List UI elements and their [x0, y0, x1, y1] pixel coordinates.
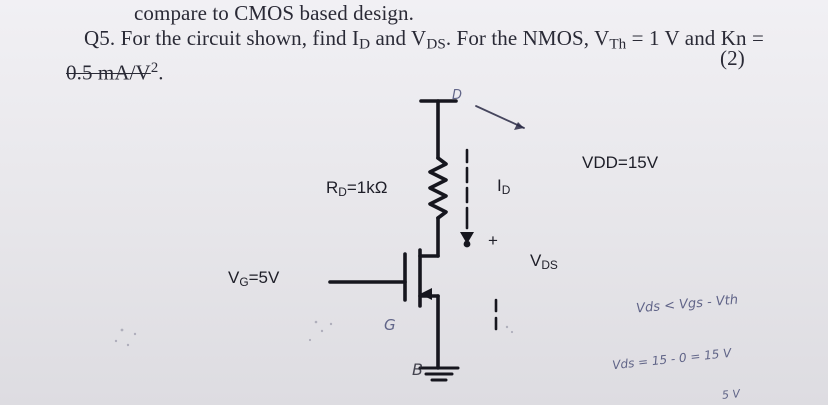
vdd-label: VDD=15V — [582, 153, 659, 172]
hand-gate-letter: G — [384, 316, 396, 334]
vds-label: VDS — [530, 251, 558, 272]
question-line: Q5. For the circuit shown, find ID and V… — [84, 26, 764, 53]
drain-resistor — [428, 156, 448, 220]
drain-terminal-dot — [463, 240, 471, 248]
resistor-label: RD=1kΩ — [326, 178, 388, 199]
hand-arrow — [475, 105, 525, 129]
hand-arrowhead — [514, 122, 524, 130]
drain-current-label: ID — [497, 176, 511, 197]
hand-note-5v: 5 V — [721, 387, 741, 402]
source-arrow — [420, 288, 432, 300]
pencil-specks — [114, 320, 514, 347]
gate-voltage-label: VG=5V — [228, 268, 280, 289]
question-line-2: 0.5 mA/V2. — [66, 60, 164, 85]
plus-sign: + — [488, 231, 498, 250]
ground-symbol — [418, 366, 460, 382]
previous-question-line: compare to CMOS based design. — [134, 1, 414, 25]
hand-bulk-letter: B — [412, 360, 423, 379]
marks-label: (2) — [720, 46, 745, 70]
hand-drain-letter: D — [452, 88, 463, 103]
drain-current-arrowhead — [460, 232, 474, 244]
